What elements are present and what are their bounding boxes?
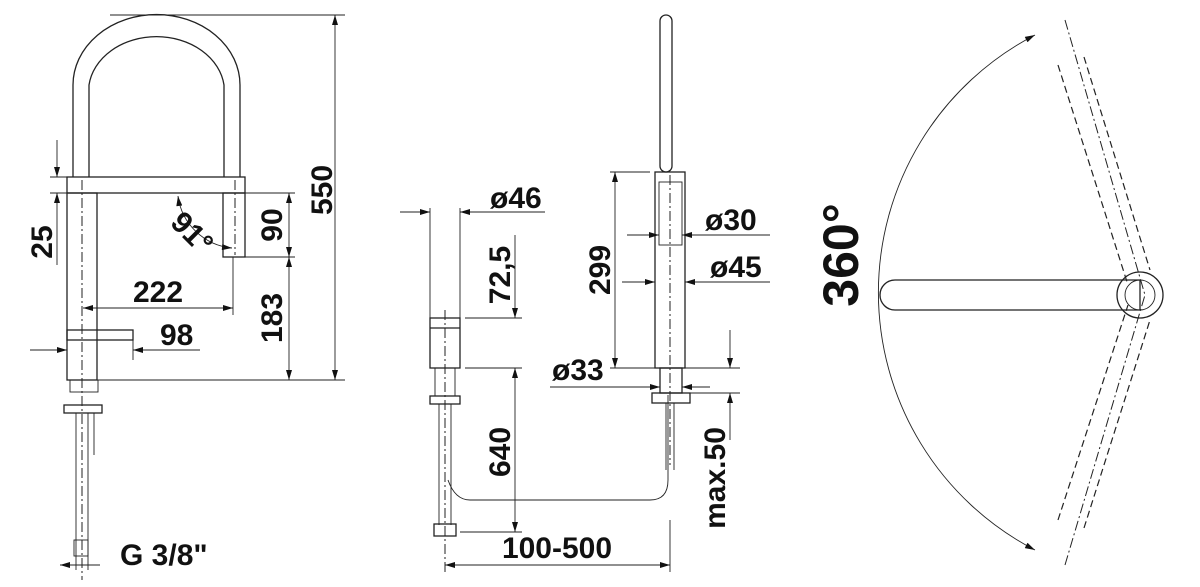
label-spout-height: 299 (584, 245, 617, 295)
label-connection: G 3/8" (120, 539, 208, 572)
rotation-arc (878, 34, 1036, 551)
spout-rod (659, 14, 673, 173)
spout-arc-outer (72, 13, 241, 177)
label-height-total: 550 (306, 165, 339, 215)
label-control-diameter: ø46 (490, 182, 542, 215)
supply-hoses (63, 379, 103, 570)
label-angle: 91° (164, 206, 219, 261)
label-control-height: 72,5 (484, 246, 517, 304)
label-top-diameter: ø30 (705, 204, 757, 237)
label-deck-thickness: max.50 (699, 427, 732, 529)
spout-base-circle (1116, 271, 1164, 319)
label-rotation: 360° (813, 203, 869, 306)
label-body-height: 183 (256, 293, 289, 343)
label-spray-drop: 90 (256, 208, 289, 241)
label-reach: 222 (133, 276, 183, 309)
spout-top (879, 279, 1141, 311)
top-view: 360° (813, 19, 1164, 566)
side-view: 550 90 183 25 91° 222 98 G 3/8" (26, 13, 345, 580)
spout-arc-inner (88, 36, 225, 177)
spout-base-view: 299 ø30 ø45 ø33 max.50 (550, 14, 770, 529)
label-base-diameter: ø33 (552, 354, 604, 387)
spray-bar (66, 176, 246, 194)
control-unit-view: ø46 72,5 640 100-500 (400, 182, 671, 575)
label-hose-length: 640 (484, 427, 517, 477)
lever (66, 329, 134, 341)
label-distance: 100-500 (502, 532, 612, 565)
label-body-diameter: ø45 (710, 251, 762, 284)
label-lever: 98 (160, 319, 193, 352)
label-spray-offset: 25 (26, 225, 59, 258)
